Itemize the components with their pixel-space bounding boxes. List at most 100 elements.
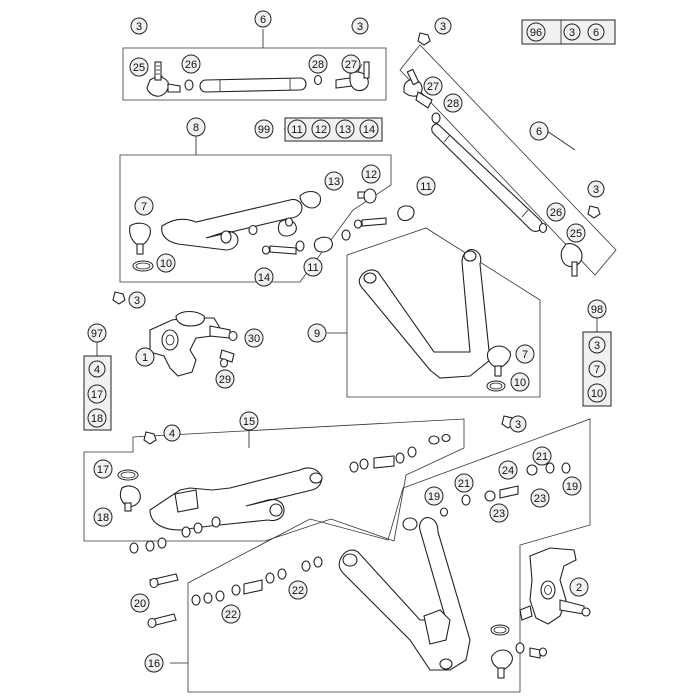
svg-text:27: 27 (345, 59, 357, 71)
svg-text:28: 28 (312, 59, 324, 71)
callout-15: 15 (239, 411, 259, 431)
svg-text:12: 12 (365, 169, 377, 181)
svg-text:22: 22 (225, 609, 237, 621)
svg-text:3: 3 (569, 27, 575, 39)
callout-10-a: 10 (156, 253, 176, 273)
callout-20: 20 (130, 593, 150, 613)
svg-text:24: 24 (502, 465, 514, 477)
tie-rod-right-frame (399, 44, 617, 276)
callout-29: 29 (215, 369, 235, 389)
callout-19-b: 19 (424, 486, 444, 506)
upper-a-arm-assembly (129, 188, 415, 272)
callout-28-a: 28 (308, 54, 328, 74)
callout-24: 24 (498, 460, 518, 480)
callout-23-b: 23 (489, 503, 509, 523)
callout-3-e: 3 (128, 291, 146, 309)
callout-3-d: 3 (587, 180, 605, 198)
callout-2: 2 (569, 577, 589, 597)
callout-18: 18 (93, 507, 113, 527)
callout-11-b: 11 (303, 257, 323, 277)
svg-text:29: 29 (219, 374, 231, 386)
svg-text:22: 22 (292, 585, 304, 597)
svg-text:8: 8 (193, 122, 199, 134)
callout-26-b: 26 (546, 202, 566, 222)
lower-a-arm-left-assembly (117, 431, 451, 554)
callout-6-a: 6 (254, 10, 272, 28)
svg-text:3: 3 (594, 340, 600, 352)
lower-a-arm-right-frame (187, 418, 591, 693)
svg-text:30: 30 (248, 333, 260, 345)
svg-text:9: 9 (314, 328, 320, 340)
svg-text:6: 6 (260, 14, 266, 26)
svg-text:21: 21 (458, 478, 470, 490)
svg-text:97: 97 (91, 328, 103, 340)
svg-text:15: 15 (243, 416, 255, 428)
svg-text:25: 25 (570, 228, 582, 240)
callout-3-a: 3 (130, 17, 148, 35)
svg-text:14: 14 (258, 272, 270, 284)
callout-set-97: 97 4 17 18 (83, 323, 112, 431)
upper-a-arm-right-assembly (358, 249, 511, 392)
callout-23-a: 23 (530, 488, 550, 508)
svg-text:17: 17 (91, 389, 103, 401)
svg-text:3: 3 (136, 21, 142, 33)
svg-text:12: 12 (315, 124, 327, 136)
svg-text:3: 3 (440, 21, 446, 33)
svg-text:10: 10 (514, 377, 526, 389)
callout-21-a: 21 (532, 446, 552, 466)
svg-text:19: 19 (428, 491, 440, 503)
callout-6-b: 6 (529, 121, 549, 141)
svg-text:13: 13 (328, 176, 340, 188)
callout-3-c: 3 (434, 17, 452, 35)
svg-text:7: 7 (522, 349, 528, 361)
callout-4: 4 (163, 424, 181, 442)
callout-3-f: 3 (509, 415, 527, 433)
leader-lines (96, 29, 598, 664)
svg-text:16: 16 (148, 658, 160, 670)
svg-text:2: 2 (576, 582, 582, 594)
svg-text:3: 3 (134, 295, 140, 307)
callout-set-96: 96 3 6 (521, 19, 616, 45)
callout-25-a: 25 (129, 57, 149, 77)
callout-21-b: 21 (454, 473, 474, 493)
callout-25-b: 25 (566, 223, 586, 243)
svg-text:23: 23 (493, 508, 505, 520)
svg-text:14: 14 (363, 124, 375, 136)
svg-text:20: 20 (134, 598, 146, 610)
svg-text:96: 96 (530, 27, 542, 39)
steering-knuckle-right (519, 547, 591, 625)
svg-text:19: 19 (566, 481, 578, 493)
callout-8: 8 (186, 117, 206, 137)
svg-text:6: 6 (536, 126, 542, 138)
callout-3-b: 3 (351, 17, 369, 35)
svg-text:1: 1 (142, 352, 148, 364)
svg-text:98: 98 (591, 304, 603, 316)
svg-text:11: 11 (307, 262, 318, 274)
callout-set-99: 99 11 12 13 14 (254, 117, 383, 142)
svg-text:27: 27 (427, 81, 439, 93)
callout-14: 14 (254, 267, 274, 287)
svg-text:28: 28 (447, 98, 459, 110)
callout-22-a: 22 (288, 580, 308, 600)
tie-rod-diagonal-assembly (403, 32, 601, 277)
callout-17: 17 (93, 459, 113, 479)
svg-text:7: 7 (594, 364, 600, 376)
callout-30: 30 (244, 328, 264, 348)
callouts: 3 6 3 3 96 3 6 25 26 28 27 27 28 8 99 11… (83, 10, 616, 673)
callout-27-b: 27 (423, 76, 443, 96)
callout-11-a: 11 (416, 176, 436, 196)
svg-text:18: 18 (97, 512, 109, 524)
svg-text:99: 99 (258, 124, 270, 136)
svg-text:26: 26 (185, 59, 197, 71)
svg-text:4: 4 (94, 364, 100, 376)
callout-set-98: 98 3 7 10 (582, 299, 612, 407)
svg-text:26: 26 (550, 207, 562, 219)
callout-9: 9 (307, 323, 327, 343)
callout-10-b: 10 (510, 372, 530, 392)
svg-text:25: 25 (133, 62, 145, 74)
tie-rod-top-assembly (146, 61, 370, 97)
steering-knuckle-left (112, 291, 238, 377)
callout-13: 13 (324, 171, 344, 191)
